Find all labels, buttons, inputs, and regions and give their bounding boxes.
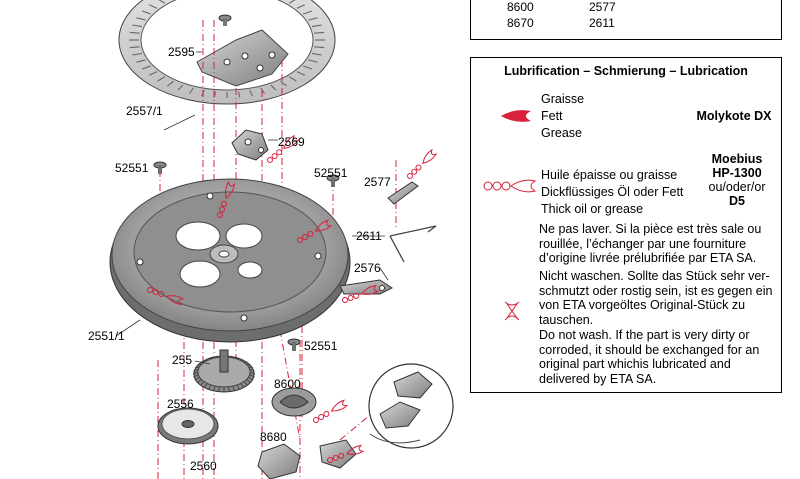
nowash-en-line: original part whichis lubricated and	[539, 357, 731, 371]
screw-52551-right	[326, 174, 340, 187]
table-row: 8670 2611	[507, 15, 616, 31]
table-cell: 2577	[589, 0, 616, 14]
label-52551-right: 52551	[314, 166, 348, 180]
nowash-en: Do not wash. If the part is very dirty o…	[539, 328, 777, 386]
part-reference-table: 8600 2577 8670 2611	[470, 0, 782, 40]
nowash-fr-line: Ne pas laver. Si la pièce est très sale …	[539, 222, 762, 236]
nowash-de-line: schmutzt oder rostig sein, ist es gegen …	[539, 283, 773, 298]
nowash-en-line: delivered by ETA SA.	[539, 371, 657, 386]
nowash-en-line: corroded, it should be exchanged for an	[539, 342, 760, 357]
oil-en: Thick oil or grease	[541, 202, 644, 216]
grease-drop-icon	[501, 110, 531, 122]
detail-magnifier	[368, 363, 454, 449]
label-2577: 2577	[364, 175, 391, 189]
legend-title: Lubrification – Schmierung – Lubrication	[504, 64, 748, 78]
part-2569-lever	[231, 129, 269, 161]
label-2611: 2611	[356, 229, 382, 243]
oil-product-line3: ou/oder/or	[708, 180, 766, 194]
nowash-de-line: von ETA vorgeöltes Original-Stück zu	[539, 298, 746, 312]
label-2595: 2595	[168, 45, 195, 59]
table-cell: 2611	[589, 16, 615, 30]
lubrication-markers	[147, 134, 438, 463]
label-52551-left: 52551	[115, 161, 149, 175]
main-plate-2551-1	[109, 178, 351, 343]
part-2595-plate	[196, 29, 289, 87]
nowash-fr-line: rouillée, l’échanger par une fourniture	[539, 236, 747, 251]
nowash-fr: Ne pas laver. Si la pièce est très sale …	[539, 222, 777, 266]
screw-52551-left	[153, 161, 167, 174]
wheel-2556	[157, 407, 219, 445]
nowash-en-line: Do not wash. If the part is very dirty o…	[539, 328, 750, 342]
wheel-255	[192, 349, 256, 393]
table-row: 8600 2577	[507, 0, 616, 15]
screw-top	[218, 14, 232, 26]
label-255: 255	[172, 353, 192, 367]
part-8680	[257, 439, 357, 479]
nowash-de: Nicht waschen. Sollte das Stück sehr ver…	[539, 269, 777, 327]
label-2569: 2569	[278, 135, 305, 149]
label-2560: 2560	[190, 459, 217, 473]
oil-de: Dickflüssiges Öl oder Fett	[541, 185, 684, 199]
grease-de: Fett	[541, 109, 563, 123]
oil-product: Moebius HP-1300 ou/oder/or D5	[693, 152, 781, 208]
label-2556: 2556	[167, 397, 194, 411]
grease-product: Molykote DX	[696, 109, 772, 123]
grease-fr: Graisse	[541, 92, 585, 106]
part-2611-wire	[389, 225, 437, 263]
label-8680: 8680	[260, 430, 287, 444]
label-2576: 2576	[354, 261, 381, 275]
screw-52551-bottom	[287, 338, 301, 351]
label-2557-1: 2557/1	[126, 104, 163, 118]
nowash-de-line: Nicht waschen. Sollte das Stück sehr ver…	[539, 269, 770, 283]
part-2576-lever	[339, 279, 393, 295]
part-8600	[271, 387, 317, 417]
label-2551-1: 2551/1	[88, 329, 125, 343]
oil-product-line1: Moebius	[711, 152, 763, 166]
oil-drops-icon	[483, 179, 537, 193]
leader-lines	[115, 51, 389, 365]
oil-fr: Huile épaisse ou graisse	[541, 168, 678, 182]
table-cell: 8600	[507, 0, 534, 14]
label-8600: 8600	[274, 377, 301, 391]
reference-table: 8600 2577 8670 2611	[507, 0, 616, 31]
table-cell: 8670	[507, 16, 534, 30]
nowash-fr-line: d’origine livrée prélubrifiée par ETA SA…	[539, 251, 757, 265]
lubrication-legend: Lubrification – Schmierung – Lubrication…	[470, 57, 782, 393]
oil-product-line2: HP-1300	[712, 166, 762, 180]
nowash-de-line: tauschen.	[539, 312, 594, 327]
grease-en: Grease	[541, 126, 582, 140]
oil-product-line4: D5	[729, 194, 745, 208]
label-52551-bottom: 52551	[304, 339, 338, 353]
no-wash-icon	[504, 301, 520, 321]
part-2577-spring	[387, 181, 419, 205]
